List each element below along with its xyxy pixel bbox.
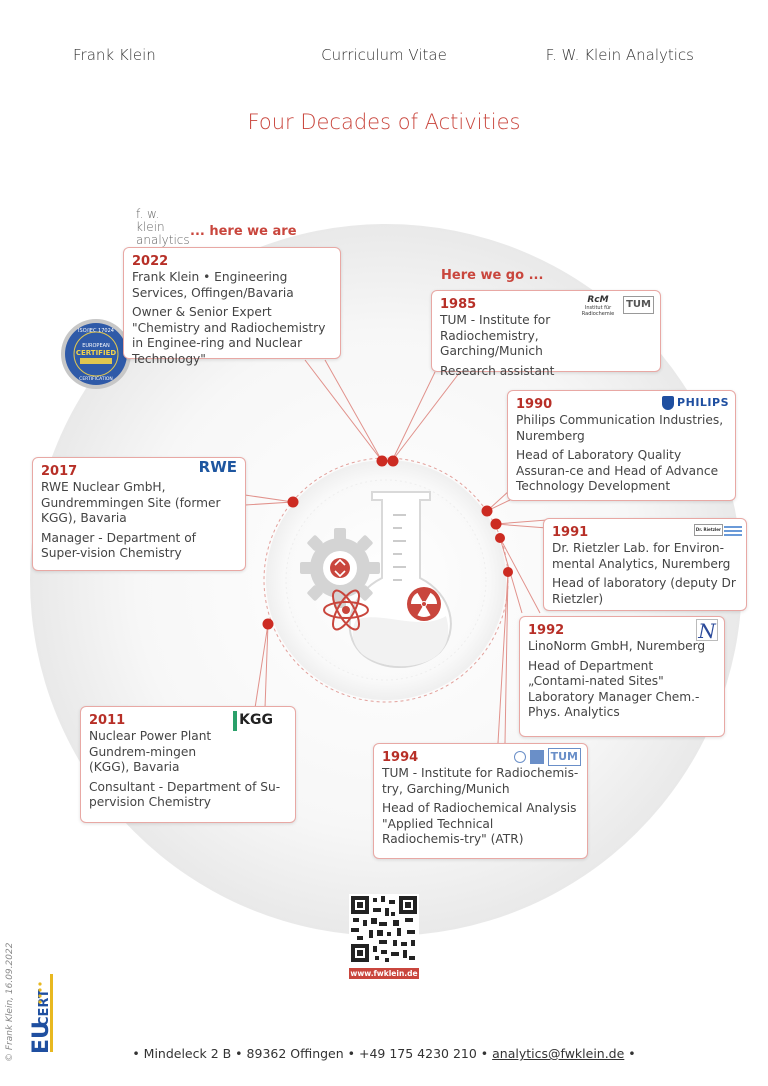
entry-role: Head of Radiochemical Analysis "Applied …: [382, 801, 577, 846]
dot-1994: [503, 567, 513, 577]
header-doc-title: Curriculum Vitae: [321, 46, 447, 64]
entry-2022: 2022 Frank Klein • Engineering Services,…: [123, 247, 341, 366]
entry-1985: 1985 TUM - Institute for Radiochemistry,…: [431, 290, 661, 378]
entry-2011: 2011 Nuclear Power Plant Gundrem-mingen …: [80, 706, 296, 823]
frm-icon: [529, 749, 544, 764]
entry-org: RWE Nuclear GmbH, Gundremmingen Site (fo…: [41, 480, 221, 525]
badge-mid2: CERTIFIED: [76, 349, 117, 357]
header-company: F. W. Klein Analytics: [545, 46, 694, 64]
entry-org: Nuclear Power Plant Gundrem-mingen (KGG)…: [89, 729, 212, 774]
dot-2022: [376, 455, 388, 467]
radiation-icon: [407, 587, 441, 621]
entry-year: 1990: [516, 397, 553, 412]
philips-logo: PHILIPS: [662, 395, 729, 411]
entry-role: Head of Department „Contami-nated Sites"…: [528, 658, 700, 720]
eucert-line2: CERT: [37, 989, 52, 1026]
entry-year: 1985: [440, 297, 477, 312]
entry-year: 1992: [528, 623, 565, 638]
atr-icon: [513, 750, 526, 763]
entry-1991: 1991 Dr. Rietzler Lab. for Environ-menta…: [543, 518, 747, 611]
footer-email-link[interactable]: analytics@fwklein.de: [492, 1046, 625, 1061]
footer-address: • Mindeleck 2 B • 89362 Offingen • +49 1…: [132, 1046, 493, 1061]
dashed-ring-inner: [285, 479, 487, 681]
entry-year: 2022: [132, 254, 169, 269]
footer-contact: • Mindeleck 2 B • 89362 Offingen • +49 1…: [0, 1046, 768, 1061]
entry-role: Research assistant: [440, 363, 555, 378]
tag-here-we-are: ... here we are: [190, 224, 297, 239]
entry-1992: 1992 LinoNorm GmbH, Nuremberg Head of De…: [519, 616, 725, 737]
entry-2017: 2017 RWE Nuclear GmbH, Gundremmingen Sit…: [32, 457, 246, 571]
entry-org: Dr. Rietzler Lab. for Environ-mental Ana…: [552, 541, 731, 571]
entry-org: LinoNorm GmbH, Nuremberg: [528, 639, 706, 653]
badge-top: ISO/IEC 17024: [78, 328, 114, 334]
qr-code[interactable]: www.fwklein.de: [349, 894, 419, 979]
dot-1990: [481, 505, 493, 517]
entry-org: Frank Klein • Engineering Services, Offi…: [132, 270, 294, 300]
linonorm-logo: N: [696, 619, 718, 642]
qr-url: www.fwklein.de: [349, 968, 419, 979]
entry-1994: 1994 TUM - Institute for Radiochemis-try…: [373, 743, 588, 859]
page-title: Four Decades of Activities: [247, 110, 521, 134]
dot-1985: [387, 455, 399, 467]
entry-org: Philips Communication Industries, Nuremb…: [516, 413, 724, 443]
fwk-logo-line1: f. w. klein: [136, 207, 165, 234]
entry-role: Owner & Senior Expert "Chemistry and Rad…: [132, 305, 326, 366]
entry-year: 2017: [41, 464, 78, 479]
atom-icon: [323, 589, 369, 631]
certification-badge-icon: ISO/IEC 17024 EUROPEAN CERTIFIED CERTIFI…: [61, 319, 131, 389]
dot-1991: [490, 518, 502, 530]
badge-bottom: CERTIFICATION: [79, 376, 113, 382]
qr-code-icon: [349, 894, 419, 964]
tum-logo: TUM: [623, 296, 654, 314]
eucert-line1: EU: [29, 1021, 54, 1054]
rietzler-logo: Dr. Rietzler: [693, 524, 742, 536]
philips-shield-icon: [662, 395, 675, 410]
entry-role: Head of Laboratory Quality Assuran-ce an…: [516, 448, 719, 493]
rwe-logo: RWE: [198, 458, 237, 476]
dot-2017: [287, 496, 299, 508]
entry-year: 1991: [552, 525, 589, 540]
entry-org: TUM - Institute for Radiochemis-try, Gar…: [382, 766, 579, 796]
entry-year: 1994: [382, 750, 419, 765]
kgg-logo: KGG: [233, 711, 273, 731]
eucert-logo: EU CERT: [29, 974, 54, 1054]
entry-1990: 1990 Philips Communication Industries, N…: [507, 390, 736, 501]
header-name: Frank Klein: [73, 46, 156, 64]
radiochemie-logo: RcM Institut für Radiochemie: [581, 295, 615, 317]
entry-role: Consultant - Department of Su-pervision …: [89, 779, 281, 810]
entry-role: Head of laboratory (deputy Dr Rietzler): [552, 576, 736, 606]
entry-role: Manager - Department of Super-vision Che…: [41, 530, 196, 561]
gear-icon: [300, 528, 380, 608]
fwk-logo-line2: analytics: [136, 233, 190, 247]
tum-logos: TUM: [513, 748, 581, 766]
badge-mid1: EUROPEAN: [82, 343, 110, 349]
copyright: © Frank Klein, 16.09.2022: [5, 942, 15, 1062]
dot-2011: [262, 618, 274, 630]
recycle-icon: [330, 558, 350, 578]
footer-end: •: [624, 1046, 636, 1061]
entry-org: TUM - Institute for Radiochemistry, Garc…: [440, 313, 551, 358]
fwk-logo: f. w. klein analytics: [136, 207, 190, 252]
entry-year: 2011: [89, 713, 126, 728]
dot-1992: [495, 533, 505, 543]
tag-here-we-go: Here we go ...: [441, 268, 544, 283]
timeline-dots: [262, 455, 513, 630]
